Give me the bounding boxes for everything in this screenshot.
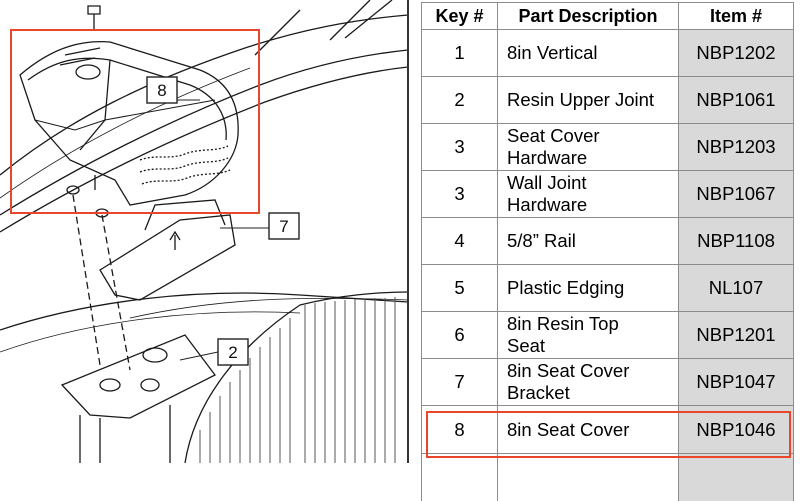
- description-cell: 8in Vertical: [497, 29, 679, 77]
- key-cell: 2: [421, 76, 498, 124]
- panel-divider: [407, 0, 409, 463]
- key-cell: 6: [421, 311, 498, 359]
- item-cell: NBP1201: [678, 311, 794, 359]
- header-key: Key #: [421, 2, 498, 30]
- description-cell: Resin Upper Joint: [497, 76, 679, 124]
- description-line: Hardware: [507, 194, 588, 215]
- description-line: Plastic Edging: [507, 277, 625, 298]
- description-line: Bracket: [507, 382, 570, 403]
- partial-cell: [678, 453, 794, 501]
- description-line: 8in Seat Cover: [507, 418, 630, 440]
- item-cell: NBP1067: [678, 170, 794, 218]
- key-cell: 3: [421, 170, 498, 218]
- callout-2-label: 2: [228, 343, 237, 362]
- item-cell: NBP1108: [678, 217, 794, 265]
- description-line: 5/8” Rail: [507, 230, 576, 251]
- description-cell: Plastic Edging: [497, 264, 679, 312]
- parts-diagram: 8 7 2: [0, 0, 408, 463]
- table-row-partial: [421, 453, 794, 501]
- callout-8: 8: [146, 76, 200, 104]
- description-cell: 5/8” Rail: [497, 217, 679, 265]
- description-line: Wall Joint: [507, 172, 587, 193]
- description-cell: 8in Seat Cover: [497, 405, 679, 454]
- callout-7-label: 7: [279, 217, 288, 236]
- row-highlight-box: [426, 411, 791, 458]
- partial-cell: [421, 453, 498, 501]
- header-item: Item #: [678, 2, 794, 30]
- table-row: 1 8in Vertical NBP1202: [421, 29, 794, 77]
- callout-7: 7: [220, 212, 300, 240]
- callout-8-label: 8: [157, 81, 166, 100]
- key-cell: 7: [421, 358, 498, 406]
- item-cell: NBP1203: [678, 123, 794, 171]
- description-line: Resin Upper Joint: [507, 89, 655, 110]
- header-description: Part Description: [497, 2, 679, 30]
- item-cell: NL107: [678, 264, 794, 312]
- description-line: 8in Seat Cover: [507, 360, 630, 381]
- key-cell: 4: [421, 217, 498, 265]
- partial-cell: [497, 453, 679, 501]
- description-line: Seat: [507, 335, 546, 356]
- item-cell: NBP1061: [678, 76, 794, 124]
- table-row: 2 Resin Upper Joint NBP1061: [421, 76, 794, 124]
- item-cell: NBP1202: [678, 29, 794, 77]
- description-line: Hardware: [507, 147, 588, 168]
- key-cell: 5: [421, 264, 498, 312]
- callout-2: 2: [179, 338, 249, 366]
- table-header-row: Key # Part Description Item #: [421, 2, 794, 30]
- table-row: 5 Plastic Edging NL107: [421, 264, 794, 312]
- diagram-highlight-box: [10, 29, 260, 214]
- key-cell: 3: [421, 123, 498, 171]
- description-line: 8in Vertical: [507, 42, 598, 63]
- key-cell: 1: [421, 29, 498, 77]
- description-line: Seat Cover: [507, 125, 600, 146]
- description-line: 8in Resin Top: [507, 313, 619, 334]
- item-cell: NBP1047: [678, 358, 794, 406]
- table-row: 4 5/8” Rail NBP1108: [421, 217, 794, 265]
